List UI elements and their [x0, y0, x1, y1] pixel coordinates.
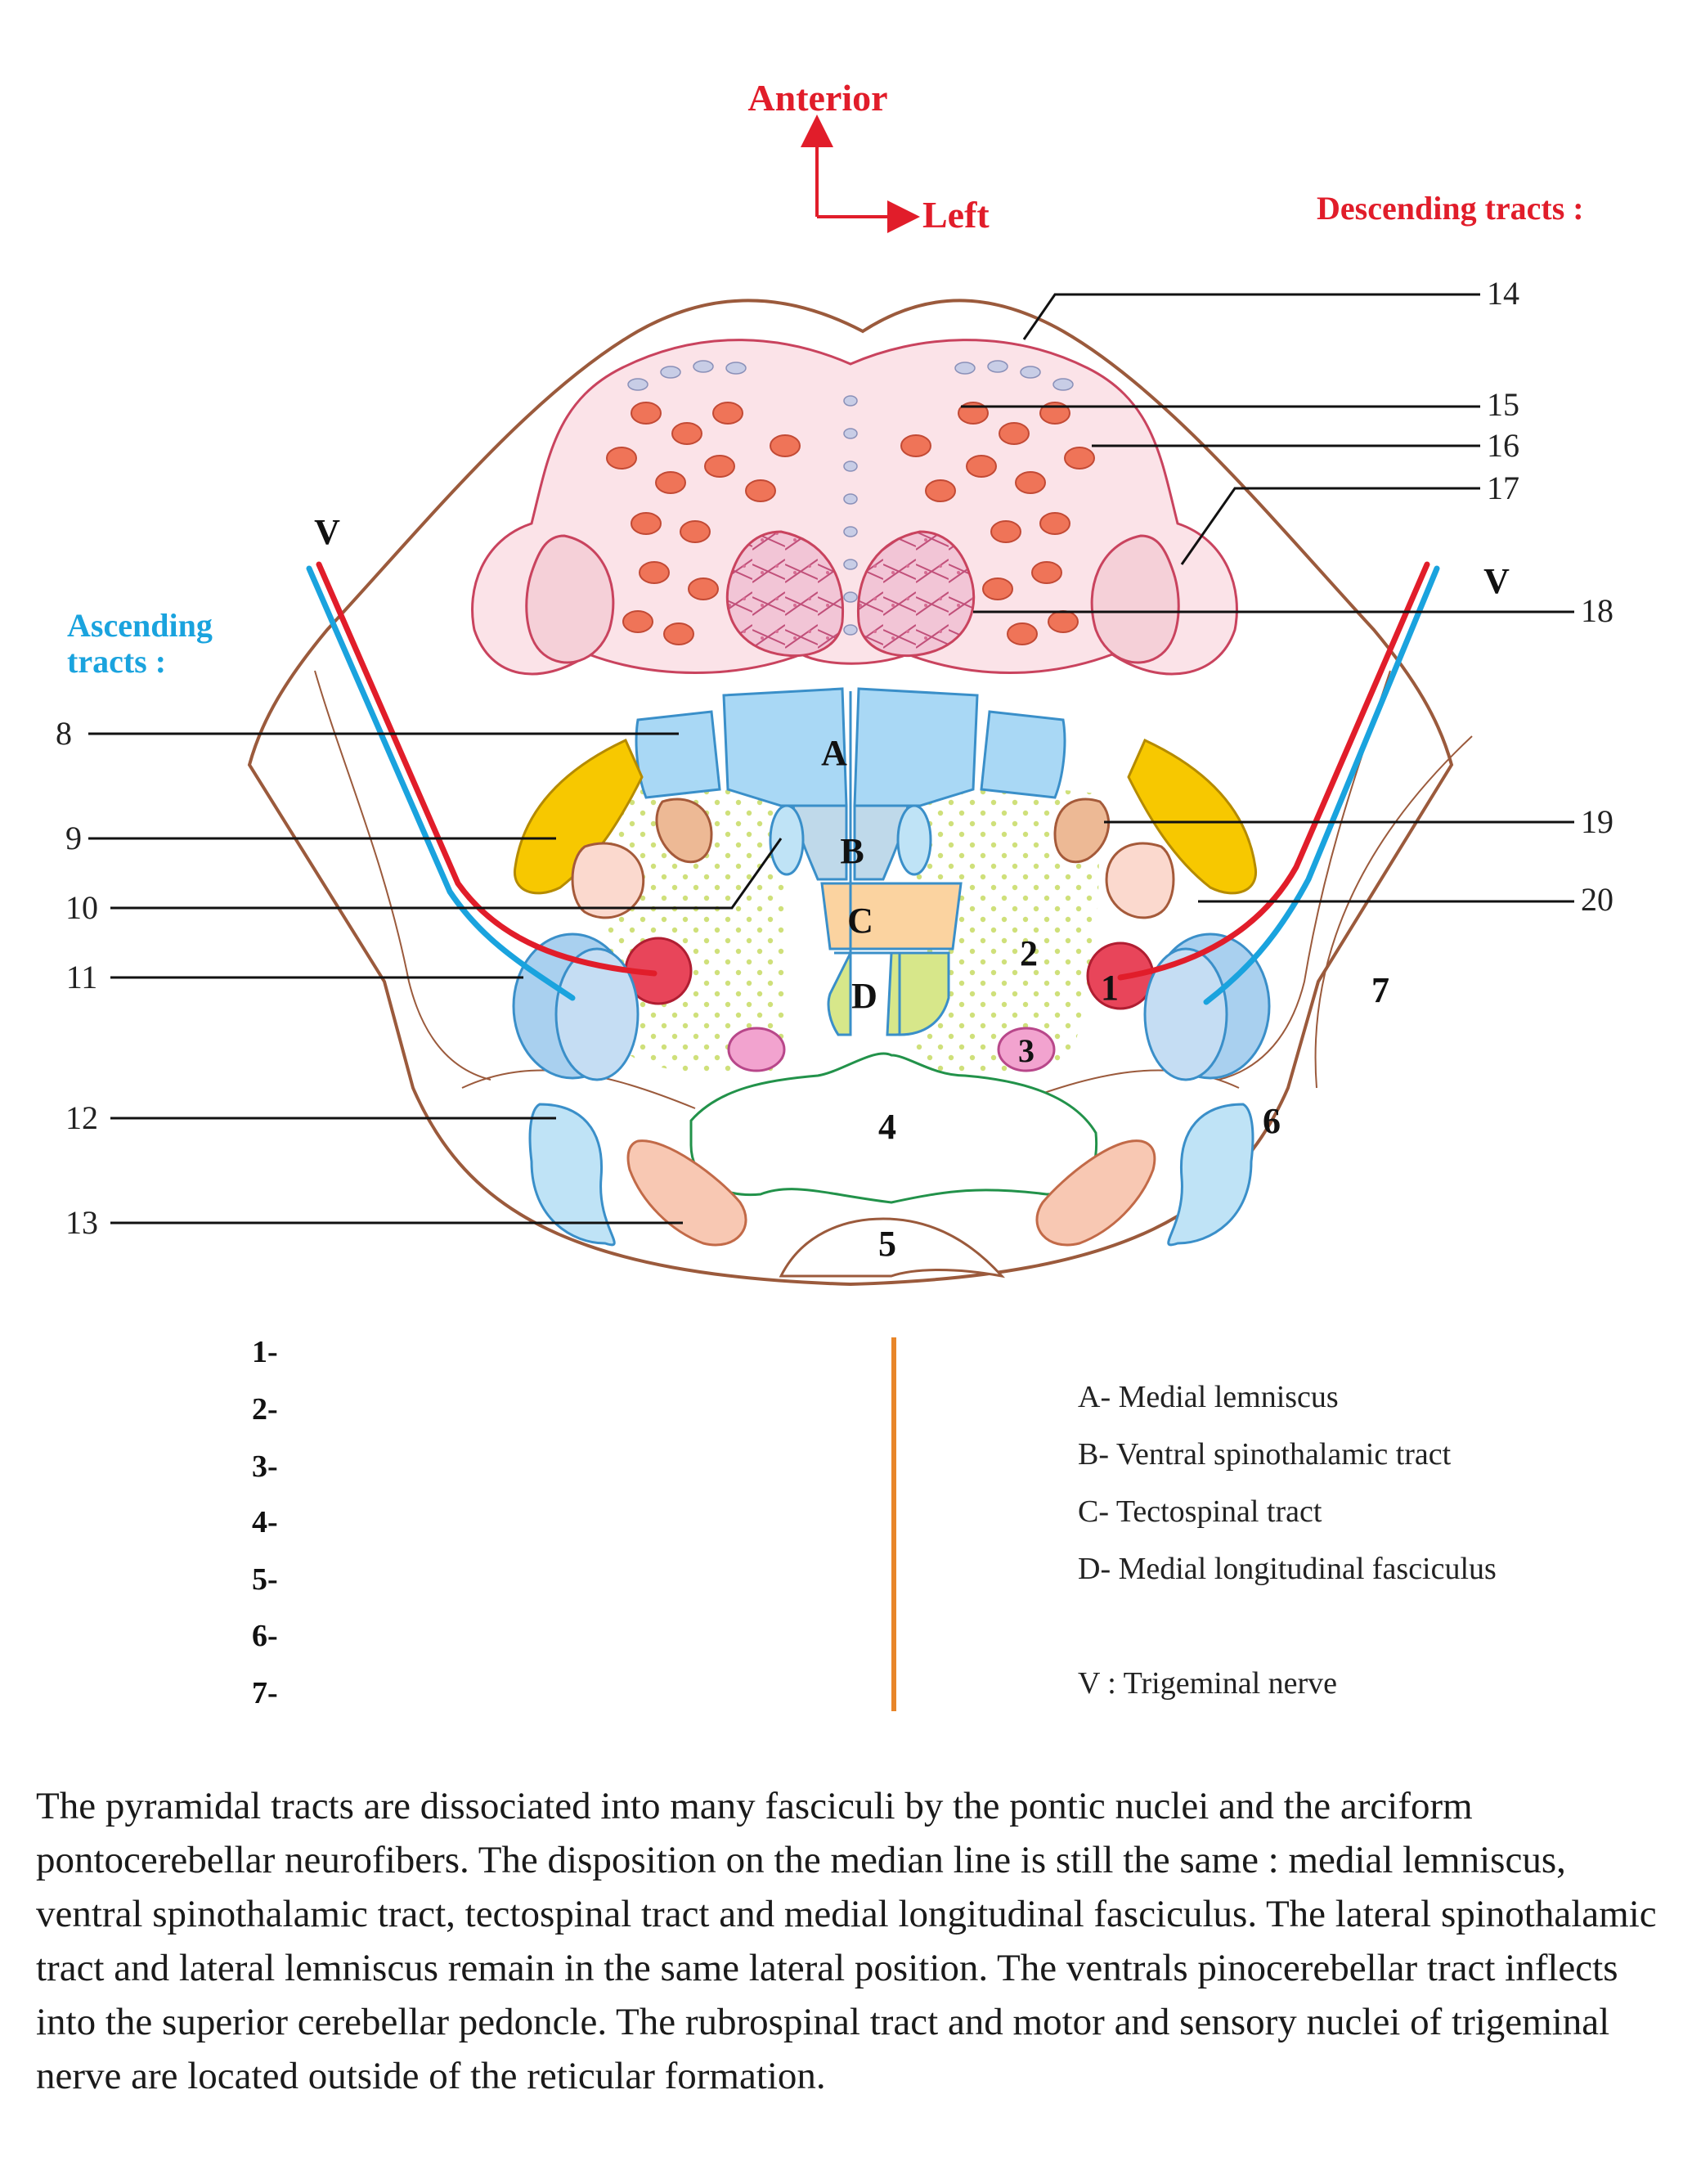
- callout-11: 11: [66, 959, 98, 995]
- leader-14: [1022, 293, 1480, 340]
- tectospinal-tract: [820, 882, 963, 950]
- answer-list: 1- 2- 3- 4- 5- 6- 7-: [252, 1335, 278, 1710]
- left-lateral-lemniscus: [514, 738, 644, 895]
- label-6: 6: [1263, 1101, 1281, 1141]
- right-pyramidal-fascicle-group: [856, 530, 976, 657]
- callout-19: 19: [1581, 803, 1613, 840]
- pontine-nuclei-left: [606, 402, 801, 645]
- right-structure-13: [1035, 1139, 1156, 1247]
- right-nerve-label: V: [1483, 561, 1510, 601]
- label-1: 1: [1101, 968, 1119, 1008]
- ascending-tracts-heading-line2: tracts :: [67, 643, 166, 680]
- fourth-ventricle: [689, 1052, 1098, 1204]
- left-peduncle-contour: [314, 670, 491, 1081]
- right-small-tract-10: [896, 804, 932, 876]
- label-3: 3: [1018, 1032, 1035, 1069]
- answer-item-2: 2-: [252, 1392, 278, 1427]
- right-nucleus-3: [997, 1027, 1056, 1072]
- answer-item-1: 1-: [252, 1335, 278, 1369]
- left-label: Left: [922, 194, 990, 236]
- descending-tracts-heading: Descending tracts :: [1317, 190, 1584, 227]
- left-structure-12: [528, 1103, 616, 1247]
- answer-item-3: 3-: [252, 1449, 278, 1484]
- orientation-indicator: Anterior Left: [747, 77, 990, 236]
- callout-18: 18: [1581, 592, 1613, 629]
- answer-item-6: 6-: [252, 1619, 278, 1653]
- left-lateral-fascicle: [525, 534, 615, 664]
- callout-13: 13: [65, 1204, 98, 1241]
- callout-14: 14: [1487, 275, 1519, 312]
- pontine-nuclei-right: [900, 402, 1095, 645]
- callout-17: 17: [1487, 470, 1519, 506]
- right-lateral-fascicle: [1090, 534, 1180, 664]
- left-nucleus-20: [571, 842, 645, 919]
- left-nucleus-19: [655, 798, 713, 864]
- left-trigeminal-nerve: [306, 561, 658, 1001]
- callout-16: 16: [1487, 427, 1519, 464]
- label-5: 5: [878, 1224, 896, 1264]
- label-A: A: [821, 733, 847, 773]
- reticular-formation: [602, 788, 1099, 1075]
- mlf-right-half: [898, 951, 950, 1036]
- right-nucleus-20: [1105, 842, 1175, 919]
- legend-B: B- Ventral spinothalamic tract: [1078, 1437, 1452, 1472]
- left-callouts: [88, 732, 783, 1225]
- answer-item-4: 4-: [252, 1505, 278, 1539]
- basilar-pons: [471, 339, 1238, 676]
- left-tract-11: [512, 932, 640, 1081]
- label-B: B: [840, 831, 864, 871]
- anterior-label: Anterior: [747, 77, 887, 119]
- leader-10: [110, 838, 783, 910]
- pontine-base-area: [471, 339, 1238, 676]
- answer-item-5: 5-: [252, 1562, 278, 1597]
- right-nucleus-19: [1053, 798, 1111, 864]
- structure-5: [779, 1217, 1006, 1278]
- right-callouts: [961, 293, 1574, 903]
- label-4: 4: [878, 1107, 896, 1147]
- medial-lemniscus: [635, 687, 1066, 807]
- right-structure-6: [1167, 1103, 1254, 1247]
- callout-9: 9: [65, 820, 82, 856]
- legend-C: C- Tectospinal tract: [1078, 1494, 1322, 1529]
- left-nerve-label: V: [314, 512, 340, 552]
- label-7: 7: [1371, 970, 1389, 1010]
- right-trigeminal-nerve: [1117, 561, 1440, 1005]
- callout-20: 20: [1581, 881, 1613, 918]
- legend: A- Medial lemniscus B- Ventral spinothal…: [1078, 1380, 1497, 1701]
- left-structure-13: [626, 1139, 747, 1247]
- left-pyramidal-fascicle-group: [725, 530, 845, 657]
- left-nucleus-3: [727, 1027, 786, 1072]
- answer-item-7: 7-: [252, 1676, 278, 1710]
- legend-A: A- Medial lemniscus: [1078, 1380, 1339, 1414]
- callout-10: 10: [65, 889, 98, 926]
- left-small-tract-10: [769, 804, 805, 876]
- callout-15: 15: [1487, 386, 1519, 423]
- label-C: C: [847, 901, 873, 941]
- legend-V: V : Trigeminal nerve: [1078, 1666, 1337, 1701]
- legend-D: D- Medial longitudinal fasciculus: [1078, 1552, 1497, 1586]
- callout-8: 8: [56, 715, 72, 752]
- ascending-tracts-heading-line1: Ascending: [67, 607, 213, 644]
- label-D: D: [851, 976, 877, 1016]
- leader-17: [1180, 487, 1480, 565]
- label-2: 2: [1020, 933, 1038, 973]
- right-contour-7: [1314, 735, 1473, 1089]
- transverse-fibers: [627, 360, 1074, 636]
- caption-paragraph: The pyramidal tracts are dissociated int…: [36, 1785, 1657, 2097]
- right-lateral-lemniscus: [1127, 738, 1257, 895]
- callout-12: 12: [65, 1099, 98, 1136]
